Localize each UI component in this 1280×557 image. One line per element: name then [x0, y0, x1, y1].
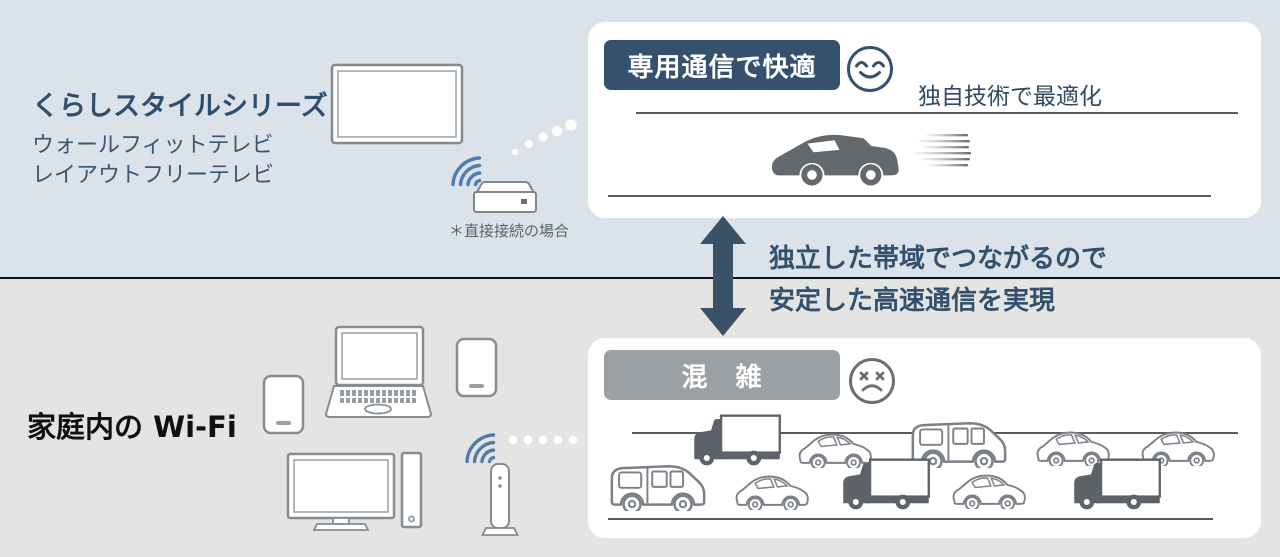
benefit-callout: 独立した帯域でつながるので 安定した高速通信を実現 [769, 238, 1107, 322]
traffic-jam-illustration [608, 414, 1238, 520]
pc-tower-icon [400, 451, 423, 529]
dedicated-badge: 専用通信で快適 [604, 40, 840, 90]
benefit-line-1: 独立した帯域でつながるので [769, 244, 1108, 274]
series-heading: くらしスタイルシリーズ [32, 91, 328, 122]
section-divider-line [0, 277, 1280, 279]
monitor-icon [286, 452, 396, 531]
settop-box-icon [473, 181, 537, 213]
double-arrow-icon [700, 216, 746, 336]
product-line-layoutfree: レイアウトフリーテレビ [32, 163, 275, 188]
fast-car-icon [771, 134, 899, 186]
product-line-wallfit: ウォールフィットテレビ [32, 133, 274, 158]
technology-caption: 独自技術で最適化 [918, 84, 1102, 110]
congestion-panel: 混 雑 [588, 338, 1261, 538]
truck-icon [1073, 458, 1161, 510]
congestion-badge: 混 雑 [604, 350, 840, 400]
sad-face-icon [849, 358, 895, 404]
product-line-list: ウォールフィットテレビ レイアウトフリーテレビ [32, 131, 274, 191]
speed-lines-icon [914, 134, 971, 167]
dedicated-communication-panel: 専用通信で快適 独自技術で最適化 [588, 22, 1261, 218]
direct-connection-note: ＊直接接続の場合 [449, 222, 570, 240]
home-wifi-heading: 家庭内の Wi-Fi [27, 410, 237, 444]
benefit-line-2: 安定した高速通信を実現 [769, 286, 1056, 316]
wifi-signal-icon [451, 156, 482, 187]
smartphone-icon [262, 374, 305, 435]
truck-icon [693, 414, 781, 466]
car-icon [735, 475, 809, 510]
car-icon [952, 474, 1026, 509]
wifi-signal-icon [465, 433, 496, 464]
laptop-icon [324, 325, 433, 418]
connection-dots-bottom [508, 435, 578, 445]
van-icon [610, 464, 706, 511]
car-icon [798, 433, 872, 468]
connection-dots-top [511, 119, 577, 156]
comparison-arrow [696, 215, 750, 343]
router-icon [481, 463, 519, 536]
tv-icon [330, 63, 464, 145]
smartphone-icon [455, 337, 498, 398]
happy-face-icon [847, 46, 893, 92]
car-icon [1036, 431, 1110, 466]
fast-road-illustration [608, 112, 1238, 197]
